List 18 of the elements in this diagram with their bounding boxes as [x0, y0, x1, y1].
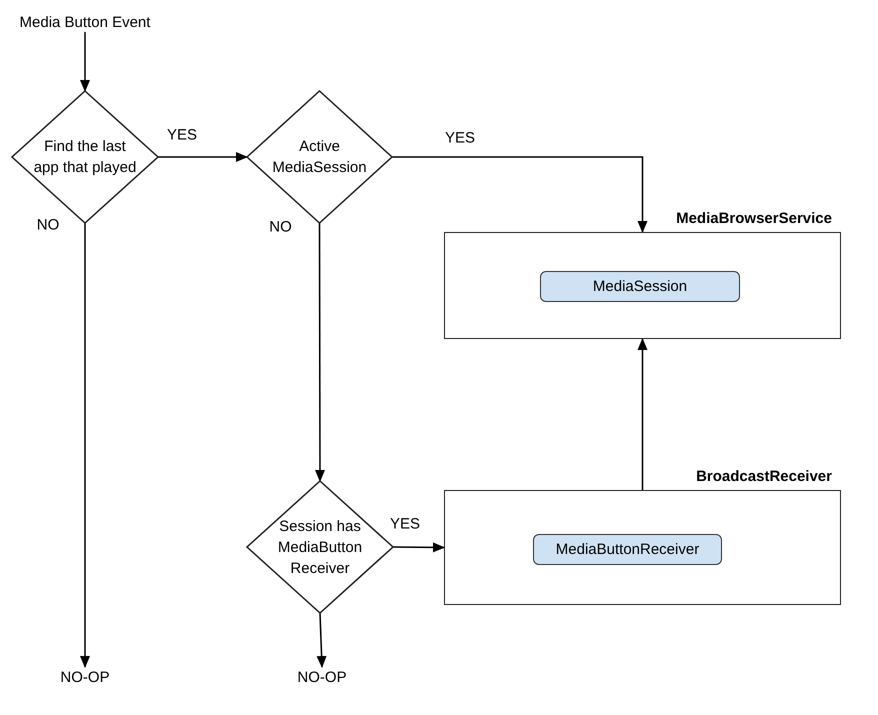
- arrow: [80, 223, 90, 668]
- flow-text: NO-OP: [50, 667, 120, 687]
- arrow: [80, 32, 90, 92]
- arrow: [638, 338, 648, 490]
- flow-text: NO-OP: [287, 667, 357, 687]
- component-heading: MediaBrowserService: [676, 210, 832, 227]
- component-heading: BroadcastReceiver: [696, 468, 832, 485]
- arrow: [316, 612, 327, 668]
- arrow: [314, 223, 325, 482]
- component-pill: MediaSession: [540, 271, 740, 302]
- component-pill: MediaButtonReceiver: [533, 534, 722, 565]
- decision-text: Session has MediaButton Receiver: [276, 516, 364, 578]
- decision-text: Active MediaSession: [271, 137, 368, 178]
- arrow: [392, 156, 648, 233]
- decision-text: Find the last app that played: [33, 137, 137, 178]
- arrow: [158, 152, 248, 162]
- arrow: [393, 542, 445, 552]
- flow-text: Media Button Event: [10, 12, 160, 32]
